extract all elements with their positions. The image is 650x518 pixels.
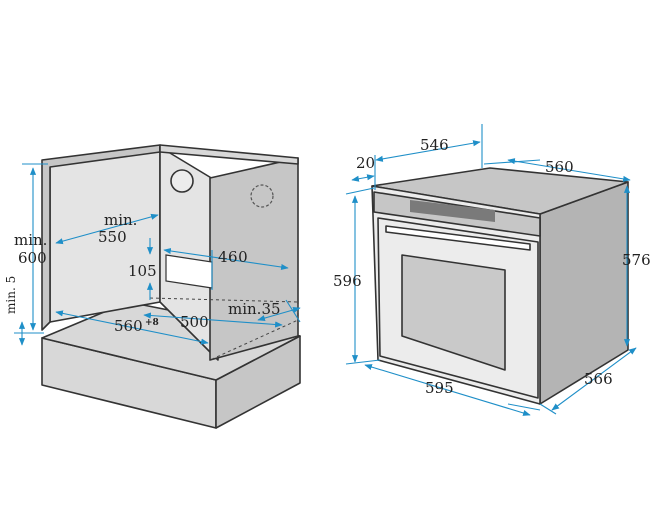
label-546: 546 — [420, 136, 449, 154]
dim-596-ext-top — [345, 187, 375, 195]
label-460: 460 — [218, 248, 248, 266]
oven-display — [410, 200, 495, 222]
dim-595-ext — [507, 403, 541, 411]
dim-460 — [163, 247, 289, 271]
label-min-550-line1: min. — [104, 211, 137, 229]
ventilation-opening-icon — [170, 169, 194, 193]
built-in-oven-drawing — [371, 167, 629, 405]
dim-566 — [551, 347, 637, 411]
dim-20 — [351, 174, 375, 182]
dimension-lines — [14, 124, 637, 416]
label-596: 596 — [333, 272, 362, 290]
label-560-tolerance: +8 — [145, 318, 159, 328]
label-560: 560 — [114, 317, 143, 335]
dim-566-ext — [539, 403, 557, 415]
cabinet-niche-drawing — [41, 144, 301, 429]
label-min-600-line1: min. — [14, 231, 47, 249]
dim-560 — [55, 310, 209, 345]
oven-door-handle — [385, 225, 531, 251]
ventilation-opening-icon — [250, 184, 274, 208]
dim-560-ext — [483, 159, 541, 165]
cabinet-top-rail — [159, 144, 299, 165]
oven-dimension-labels: 546 20 560 596 576 595 566 — [333, 136, 650, 397]
label-595: 595 — [425, 379, 454, 397]
label-566: 566 — [584, 370, 613, 388]
label-min-35: min.35 — [228, 300, 281, 318]
dim-min-35-ext — [285, 299, 301, 323]
label-min-5: min. 5 — [4, 276, 18, 314]
dim-min-550 — [55, 213, 159, 245]
label-560-oven: 560 — [545, 158, 574, 176]
dim-560-oven — [507, 158, 631, 182]
dim-596-ext-bot — [345, 359, 381, 365]
dim-546 — [375, 140, 481, 162]
label-min-550-line2: 550 — [98, 228, 127, 246]
cabinet-dimension-labels: min. 600 min. 550 min. 5 460 105 560 +8 … — [4, 211, 281, 335]
label-20: 20 — [356, 154, 375, 172]
label-min-600-line2: 600 — [18, 249, 47, 267]
label-105: 105 — [128, 262, 157, 280]
label-500: 500 — [180, 313, 209, 331]
dim-595 — [364, 364, 531, 416]
dim-500 — [143, 312, 283, 328]
label-576: 576 — [622, 251, 650, 269]
